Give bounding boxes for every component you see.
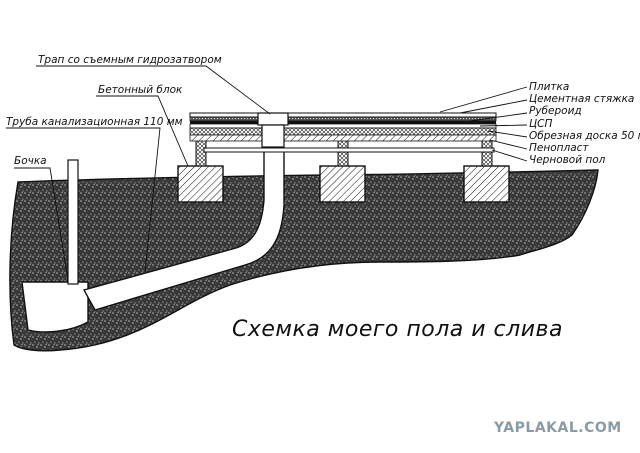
watermark: YAPLAKAL.COM [493,420,622,436]
label-foam: Пенопласт [529,142,589,154]
label-subfloor: Черновой пол [529,154,606,166]
diagram-title: Схемка моего пола и слива [232,317,563,342]
concrete-block-1 [177,165,224,203]
label-tsp: ЦСП [529,118,552,130]
label-board: Обрезная доска 50 мм [529,130,640,142]
concrete-block-3 [463,165,510,203]
floor-drain [257,112,289,148]
leader-lines [6,65,528,281]
label-sewer-pipe: Труба канализационная 110 мм [6,116,183,128]
sewer-pipe [82,149,285,311]
concrete-block-2 [319,165,366,203]
vent-pipe [67,159,79,285]
floor-layers [189,112,497,142]
barrel [21,281,89,333]
subfloor-beam [203,147,495,153]
label-cement-screed: Цементная стяжка [529,93,634,105]
label-barrel: Бочка [14,155,47,167]
label-trap: Трап со съемным гидрозатвором [38,54,222,66]
label-ruberoid: Рубероид [529,105,582,117]
label-tile: Плитка [529,81,569,93]
label-concrete-block: Бетонный блок [98,84,183,96]
